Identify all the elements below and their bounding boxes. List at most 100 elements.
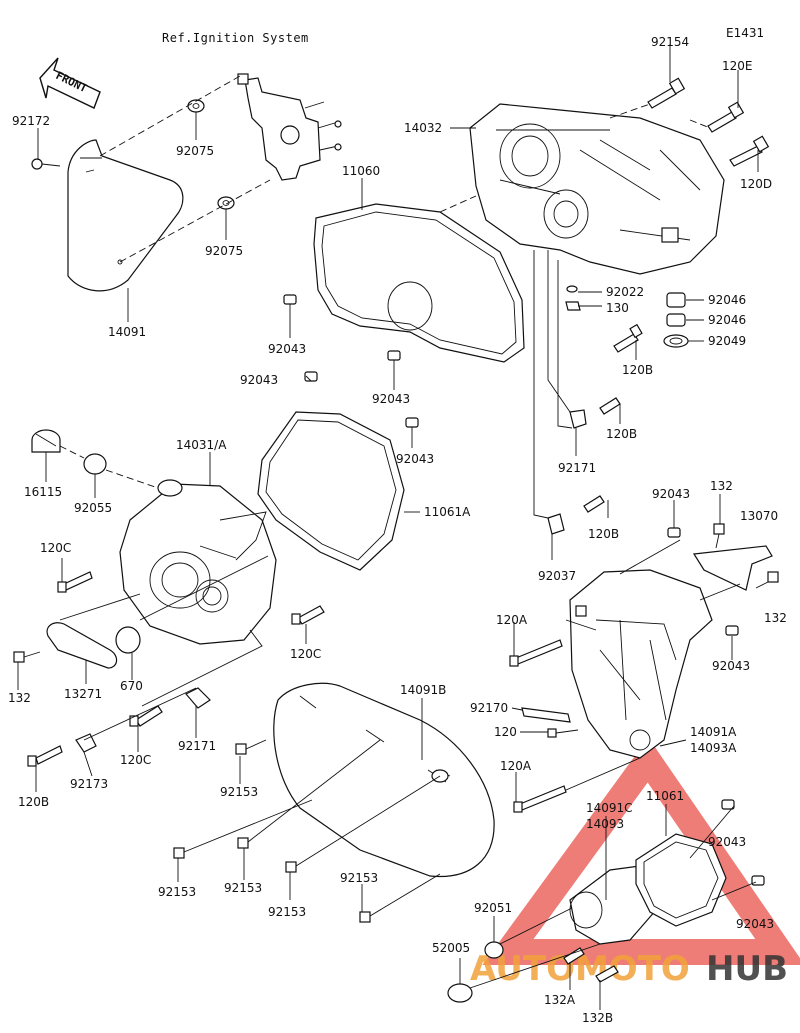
callout-14031A: 14031/A — [176, 438, 227, 452]
bolt-132A — [563, 947, 585, 965]
callout-14091: 14091 — [108, 325, 146, 339]
callout-92153-e: 92153 — [340, 871, 378, 885]
callout-92153-d: 92153 — [268, 905, 306, 919]
ignition-bracket — [237, 73, 342, 181]
dowel-92043-e — [667, 527, 681, 538]
callout-14032: 14032 — [404, 121, 442, 135]
gasket-11061 — [635, 833, 727, 927]
dowel-92043-f — [725, 625, 739, 636]
grommet-92075-upper — [187, 99, 205, 113]
callout-92043-h: 92043 — [736, 917, 774, 931]
callout-92043-a: 92043 — [268, 342, 306, 356]
callout-120A-lower: 120A — [500, 759, 532, 773]
screw-92153-d — [285, 861, 297, 873]
callout-120C-upper: 120C — [40, 541, 71, 555]
callout-92173: 92173 — [70, 777, 108, 791]
clamp-92173 — [75, 733, 97, 753]
callout-92170: 92170 — [470, 701, 508, 715]
callout-92049: 92049 — [708, 334, 746, 348]
clamp-92037 — [547, 513, 565, 535]
callout-92043-c: 92043 — [240, 373, 278, 387]
dowel-92043-g — [721, 799, 735, 810]
callout-14091A: 14091A — [690, 725, 737, 739]
callout-92172: 92172 — [12, 114, 50, 128]
seal-52005 — [447, 983, 473, 1003]
nut-130 — [565, 301, 581, 311]
dowel-92043-h — [751, 875, 765, 886]
callout-92043-e: 92043 — [652, 487, 690, 501]
clamp-92171-upper — [569, 409, 587, 429]
callout-92043-f: 92043 — [712, 659, 750, 673]
callout-14093: 14093 — [586, 817, 624, 831]
bolt-120C-lower — [129, 705, 163, 727]
seal-92051 — [484, 941, 504, 959]
callout-120D: 120D — [740, 177, 772, 191]
o-ring-92055 — [83, 453, 107, 475]
callout-130: 130 — [606, 301, 629, 315]
bushing-92046-lower — [666, 313, 686, 327]
screw-92153-b — [173, 847, 185, 859]
oil-cap-16115 — [31, 429, 61, 453]
callout-120A-upper: 120A — [496, 613, 528, 627]
bolt-120C-middle — [291, 605, 325, 625]
callout-92051: 92051 — [474, 901, 512, 915]
seal-92049 — [663, 334, 689, 348]
callout-132-right: 132 — [764, 611, 787, 625]
outer-cover-14091B — [273, 682, 495, 878]
callout-13271: 13271 — [64, 687, 102, 701]
callout-11061: 11061 — [646, 789, 684, 803]
callout-132-upper: 132 — [710, 479, 733, 493]
diagram-code: E1431 — [726, 26, 764, 40]
callout-132B: 132B — [582, 1011, 613, 1025]
callout-92171-lower: 92171 — [178, 739, 216, 753]
callout-92153-c: 92153 — [224, 881, 262, 895]
bolt-120B-lower — [583, 495, 605, 513]
dowel-92043-a — [283, 294, 297, 305]
callout-132-left: 132 — [8, 691, 31, 705]
crankcase-cover-14032 — [469, 103, 725, 275]
bolt-132-upper-right — [713, 523, 725, 549]
bolt-120D — [729, 135, 770, 167]
bolt-132B — [595, 965, 619, 983]
bolt-92172 — [31, 158, 61, 170]
screw-92153-c — [237, 837, 249, 849]
callout-14091B: 14091B — [400, 683, 446, 697]
bolt-120A-upper — [509, 639, 563, 667]
bolt-120B-upper — [613, 323, 643, 353]
callout-132A: 132A — [544, 993, 576, 1007]
callout-92043-d: 92043 — [396, 452, 434, 466]
screw-92153-e — [359, 911, 371, 923]
o-ring-670 — [115, 626, 141, 654]
callout-labels: 92154 120E 14032 120D 92172 92075 92075 … — [8, 35, 787, 1025]
callout-leaders — [17, 44, 759, 1010]
watermark-text-hub: HUB — [706, 949, 788, 989]
callout-92153-b: 92153 — [158, 885, 196, 899]
dowel-92043-b — [387, 350, 401, 361]
callout-14091C: 14091C — [586, 801, 633, 815]
bolt-132-right — [755, 571, 779, 589]
callout-670: 670 — [120, 679, 143, 693]
plate-13271 — [46, 622, 118, 669]
callout-14093A: 14093A — [690, 741, 737, 755]
screw-92153-a — [235, 739, 267, 755]
callout-13070: 13070 — [740, 509, 778, 523]
callout-120B-left: 120B — [18, 795, 49, 809]
cover-14091 — [67, 139, 184, 292]
bolt-120B-middle — [599, 397, 621, 415]
washer-92022 — [566, 285, 578, 293]
callout-11060: 11060 — [342, 164, 380, 178]
callout-92154: 92154 — [651, 35, 689, 49]
callout-92043-b: 92043 — [372, 392, 410, 406]
gasket-11061A — [257, 411, 405, 571]
bushing-92046-upper — [666, 292, 686, 308]
clutch-cover-14031A — [119, 479, 277, 645]
callout-92171-upper: 92171 — [558, 461, 596, 475]
callout-92075-upper: 92075 — [176, 144, 214, 158]
callout-120B-middle: 120B — [606, 427, 637, 441]
callout-92046-lower: 92046 — [708, 313, 746, 327]
bolt-120A-lower — [513, 785, 567, 813]
gasket-11060 — [313, 203, 525, 363]
callout-92075-lower: 92075 — [205, 244, 243, 258]
front-arrow-icon: FRONT — [39, 57, 101, 109]
callout-92046-upper: 92046 — [708, 293, 746, 307]
